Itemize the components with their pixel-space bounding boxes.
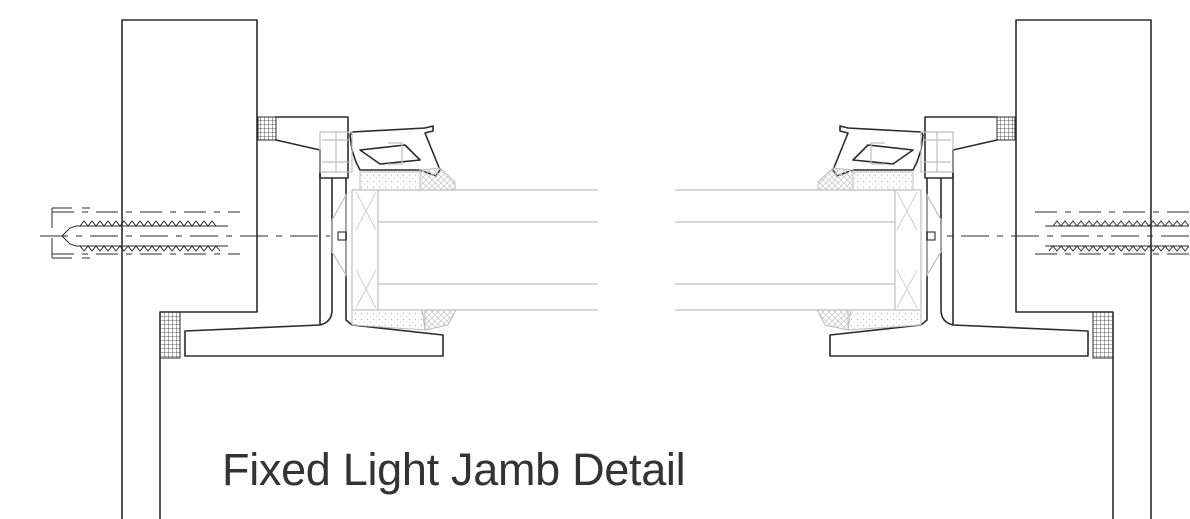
left-fixing-screw bbox=[40, 207, 330, 259]
left-frame-inner-leg bbox=[319, 149, 333, 179]
left-jamb bbox=[40, 19, 598, 519]
left-bottom-gasket bbox=[421, 309, 457, 331]
left-top-seal bbox=[359, 171, 421, 191]
left-wall-section bbox=[121, 19, 258, 519]
left-fixing-head bbox=[337, 231, 347, 241]
left-glass-unit bbox=[351, 189, 598, 311]
left-upper-packer bbox=[257, 116, 277, 141]
drawing-title: Fixed Light Jamb Detail bbox=[222, 444, 686, 495]
right-jamb bbox=[675, 19, 1190, 519]
left-outer-gasket bbox=[331, 192, 347, 278]
left-bead-clip bbox=[319, 131, 403, 173]
left-lower-packer bbox=[159, 311, 181, 359]
left-glazing-bead bbox=[349, 125, 441, 177]
left-top-gasket bbox=[419, 167, 456, 191]
